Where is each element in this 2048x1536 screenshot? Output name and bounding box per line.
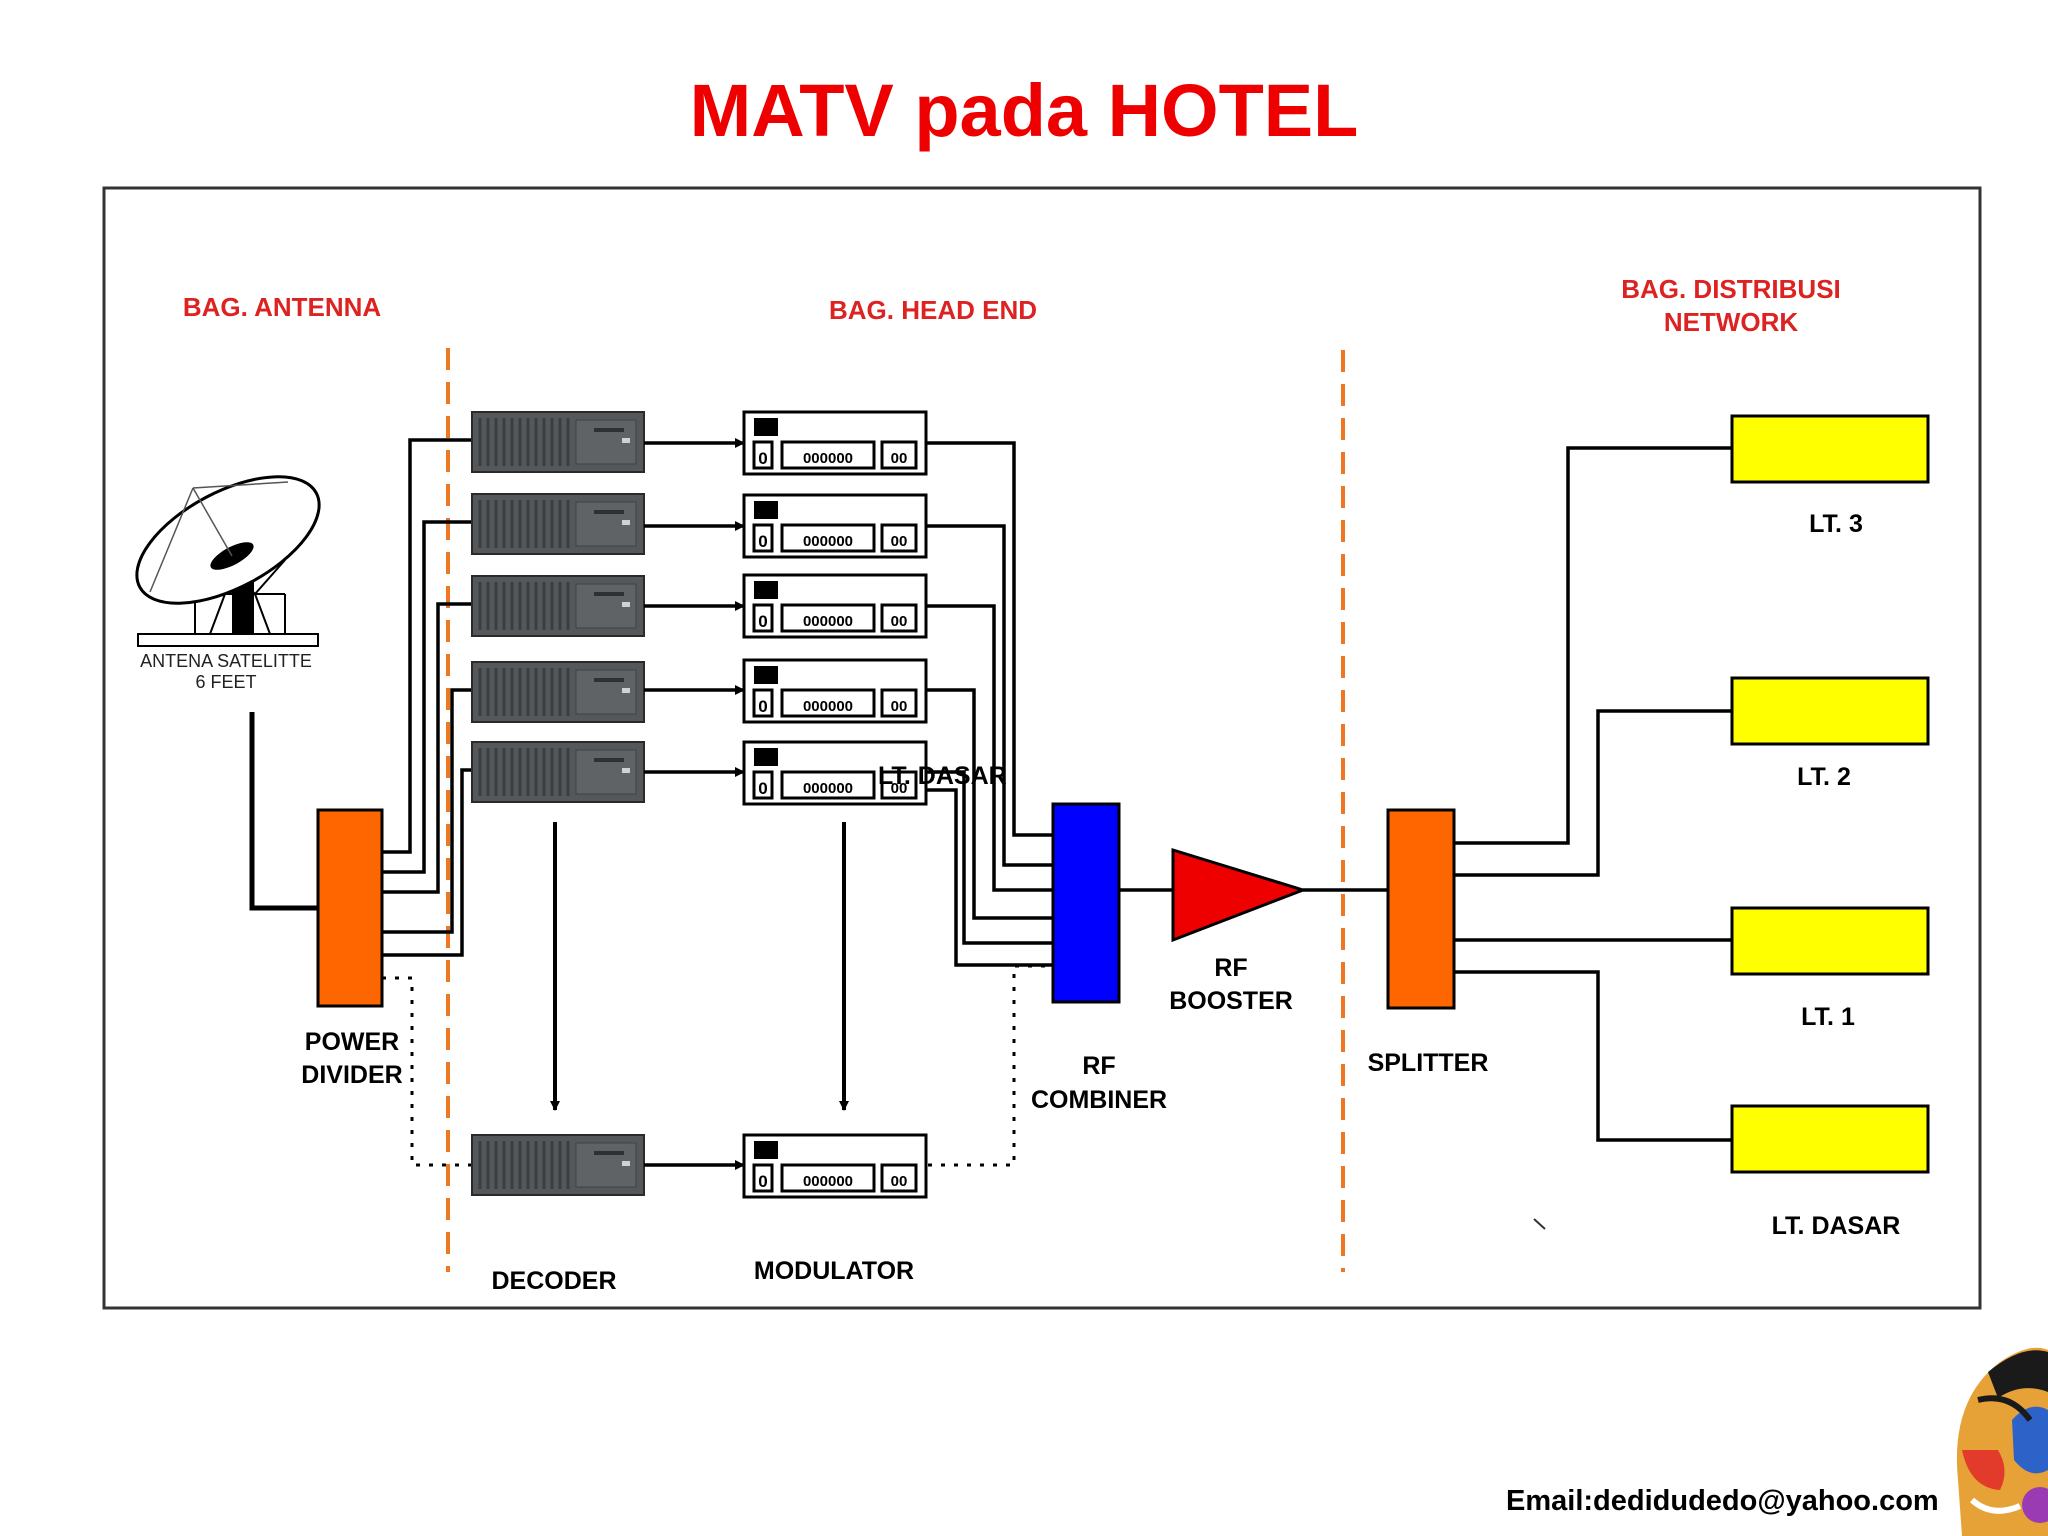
rf-booster [1171,847,1308,943]
modulator-combiner-cables [926,441,1053,967]
floor-box-lt2 [1730,676,1930,746]
decoder-unit-4 [471,661,645,723]
modulator-unit-3: 0 000000 00 [742,573,928,639]
splitter [1386,808,1456,1010]
antenna-label-line1: ANTENA SATELITTE [140,651,312,671]
decoder-unit-5 [471,741,645,803]
modulator-digit-single: 0 [758,449,767,468]
power-divider [316,808,384,1008]
modulator-digit-pair: 00 [891,613,908,630]
modulator-digit-single: 0 [758,1172,767,1191]
modulator-digits: 000000 [803,698,853,715]
modulator-label: MODULATOR [754,1257,914,1285]
modulator-digit-single: 0 [758,779,767,798]
decoder-label: DECODER [491,1267,616,1295]
modulator-digit-pair: 00 [891,533,908,550]
spare-line-decoder [382,976,472,1167]
splitter-floor-cables [1454,446,1732,1142]
modulator-digit-single: 0 [758,697,767,716]
modulator-digits: 000000 [803,450,853,467]
rf-booster-label-line2: BOOSTER [1169,987,1293,1015]
rf-combiner-label-line1: RF [1082,1052,1115,1080]
rf-combiner [1051,802,1121,1004]
modulator-digits: 000000 [803,613,853,630]
modulator-digit-single: 0 [758,532,767,551]
decoder-unit-spare [471,1134,645,1196]
floor-label-lt1: LT. 1 [1801,1003,1855,1031]
rf-combiner-label-line2: COMBINER [1031,1086,1167,1114]
modulator-digit-pair: 00 [891,1173,908,1190]
section-distribusi-label: BAG. DISTRIBUSI [1621,274,1841,304]
satellite-dish-icon [135,475,321,647]
slide-title: MATV pada HOTEL [689,69,1359,152]
overlap-floor-label: LT. DASAR [878,762,1007,790]
floor-box-lt3 [1730,414,1930,484]
modulator-unit-1: 0 000000 00 [742,410,928,476]
diagram-frame [102,186,1982,1310]
section-antenna-label: BAG. ANTENNA [183,292,382,322]
author-avatar [1956,1347,2048,1536]
modulator-digits: 000000 [803,1173,853,1190]
modulator-unit-spare: 0 000000 00 [742,1133,928,1199]
power-divider-label-line2: DIVIDER [301,1061,402,1089]
modulator-unit-4: 0 000000 00 [742,658,928,724]
modulator-digits: 000000 [803,780,853,797]
decoder-modulator-arrows [644,438,745,1170]
stray-mark [1533,1218,1546,1230]
author-email: Email:dedidudedo@yahoo.com [1506,1485,1939,1517]
decoder-unit-2 [471,493,645,555]
modulator-unit-5: 0 000000 00 [742,740,928,806]
modulator-digit-pair: 00 [891,450,908,467]
decoder-unit-3 [471,575,645,637]
modulator-digit-single: 0 [758,612,767,631]
frame-bottom-mask [100,1312,1990,1342]
section-network-label: NETWORK [1664,307,1799,337]
floor-label-lt2: LT. 2 [1797,763,1851,791]
section-head-end-label: BAG. HEAD END [829,295,1037,325]
floor-label-lt-dasar: LT. DASAR [1772,1212,1901,1240]
modulator-digit-pair: 00 [891,698,908,715]
antenna-feed-cable [249,712,318,911]
modulator-unit-2: 0 000000 00 [742,493,928,559]
floor-label-lt3: LT. 3 [1809,510,1863,538]
power-divider-label-line1: POWER [305,1028,399,1056]
floor-box-lt-dasar [1730,1104,1930,1174]
antenna-label-line2: 6 FEET [195,672,256,692]
rf-booster-label-line1: RF [1214,954,1247,982]
modulator-digits: 000000 [803,533,853,550]
decoder-unit-1 [471,411,645,473]
splitter-label: SPLITTER [1368,1049,1489,1077]
modulator-digit-pair: 00 [891,780,908,797]
power-divider-outputs [382,438,472,957]
floor-box-lt1 [1730,906,1930,976]
